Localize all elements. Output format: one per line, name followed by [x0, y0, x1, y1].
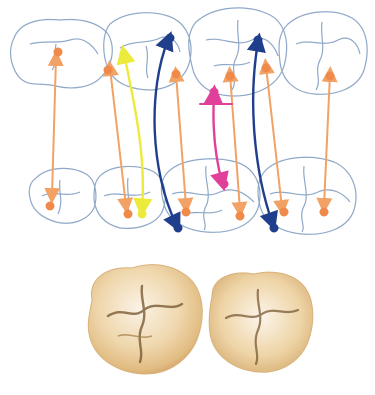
contact-dot-navy [174, 224, 183, 233]
upper-tooth-premolar-1-fissure [30, 39, 98, 70]
contact-dot-yellow [120, 50, 129, 59]
upper-tooth-molar-2 [279, 12, 367, 95]
contact-dot-orange [46, 202, 55, 211]
lower-tooth-molar-1 [161, 159, 260, 232]
crown-right [209, 272, 313, 372]
contact-dot-magenta [220, 180, 229, 189]
lower-tooth-premolar-1 [29, 168, 96, 223]
contact-dot-navy [254, 36, 263, 45]
contact-dot-orange [262, 64, 271, 73]
contact-dots [46, 34, 335, 233]
contact-dot-orange [226, 72, 235, 81]
contact-dot-magenta [210, 88, 219, 97]
upper-tooth-premolar-2-fissure [120, 37, 180, 78]
contact-dot-navy [166, 34, 175, 43]
arrow-orange-3 [176, 74, 186, 206]
contact-dot-orange [104, 66, 113, 75]
lower-arch [29, 157, 356, 234]
contact-dot-orange [326, 72, 335, 81]
contact-dot-orange [236, 212, 245, 221]
contact-dot-yellow [138, 210, 147, 219]
contact-dot-orange [124, 210, 133, 219]
contact-dot-orange [182, 208, 191, 217]
arrow-orange-1 [52, 58, 56, 196]
lower-tooth-premolar-2 [94, 166, 165, 228]
upper-arch [11, 8, 368, 96]
arrow-magenta [213, 94, 222, 182]
contact-dot-orange [280, 208, 289, 217]
arrow-navy-1 [155, 40, 176, 224]
crown-left [88, 265, 202, 374]
lower-tooth-molar-2-fissure [270, 166, 350, 232]
contact-dot-navy [270, 224, 279, 233]
arrow-yellow [124, 54, 143, 208]
molar-crowns-photo [88, 265, 313, 374]
arrow-orange-2 [110, 68, 126, 206]
arrow-orange-5 [266, 66, 282, 208]
contact-dot-orange [172, 70, 181, 79]
contact-dot-orange [320, 208, 329, 217]
contact-dot-orange [54, 48, 63, 57]
